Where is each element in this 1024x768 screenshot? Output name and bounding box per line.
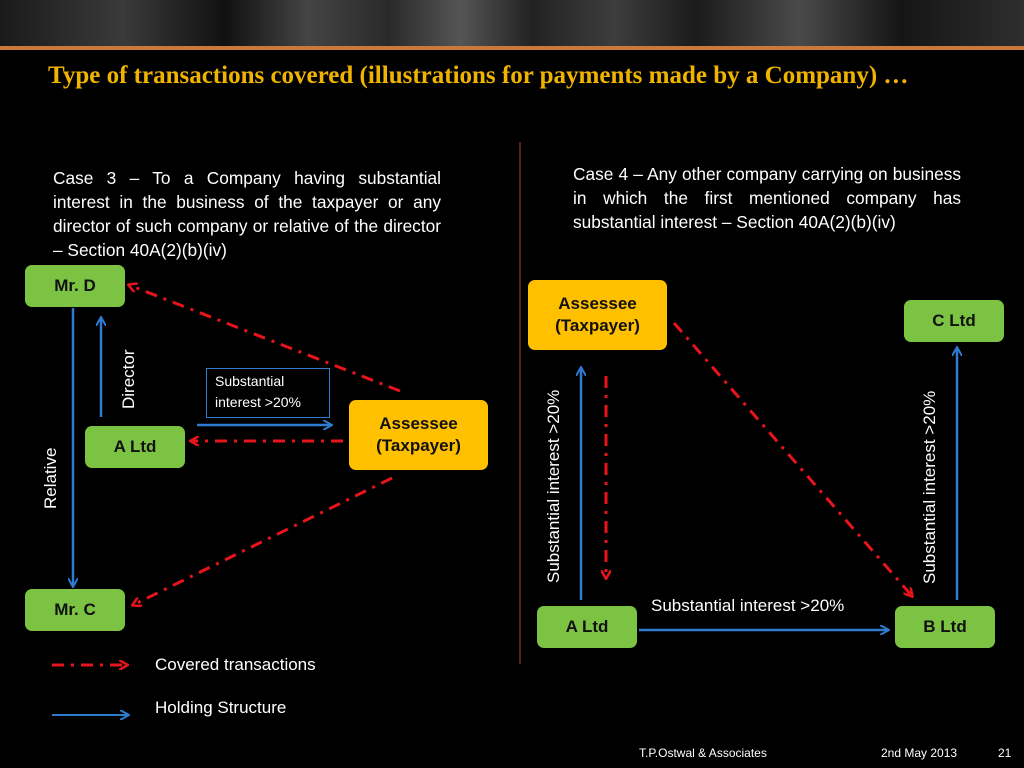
c-ltd-box: C Ltd	[904, 300, 1004, 342]
relative-label: Relative	[41, 447, 60, 509]
mr-c-box: Mr. C	[25, 589, 125, 631]
a-ltd-box-case4: A Ltd	[537, 606, 637, 648]
slide-title: Type of transactions covered (illustrati…	[48, 62, 909, 89]
a-ltd-box-case3: A Ltd	[85, 426, 185, 468]
b-ltd-box: B Ltd	[895, 606, 995, 648]
director-label: Director	[119, 349, 138, 409]
footer-firm: T.P.Ostwal & Associates	[639, 746, 767, 760]
substantial-interest-vertical-label-left: Substantial interest >20%	[544, 389, 563, 583]
substantial-interest-note: Substantial interest >20%	[206, 368, 330, 418]
assessee-box-case3: Assessee (Taxpayer)	[349, 400, 488, 470]
footer-page-number: 21	[998, 746, 1012, 760]
case4-description: Case 4 – Any other company carrying on b…	[573, 164, 961, 232]
substantial-interest-vertical-label-right: Substantial interest >20%	[920, 390, 939, 584]
header-banner-image	[0, 0, 1024, 46]
legend-covered-label: Covered transactions	[155, 655, 316, 674]
header-accent-bar	[0, 46, 1024, 50]
case3-description: Case 3 – To a Company having substantial…	[53, 168, 441, 260]
substantial-interest-horizontal-label: Substantial interest >20%	[651, 596, 845, 615]
legend-holding-label: Holding Structure	[155, 698, 287, 717]
footer-date: 2nd May 2013	[881, 746, 958, 760]
covered-arrow-to-mr-c	[133, 476, 393, 605]
covered-arrow-to-mr-d	[129, 285, 401, 393]
assessee-box-case4: Assessee (Taxpayer)	[528, 280, 667, 350]
mr-d-box: Mr. D	[25, 265, 125, 307]
covered-arrow-to-b-ltd	[672, 322, 912, 596]
